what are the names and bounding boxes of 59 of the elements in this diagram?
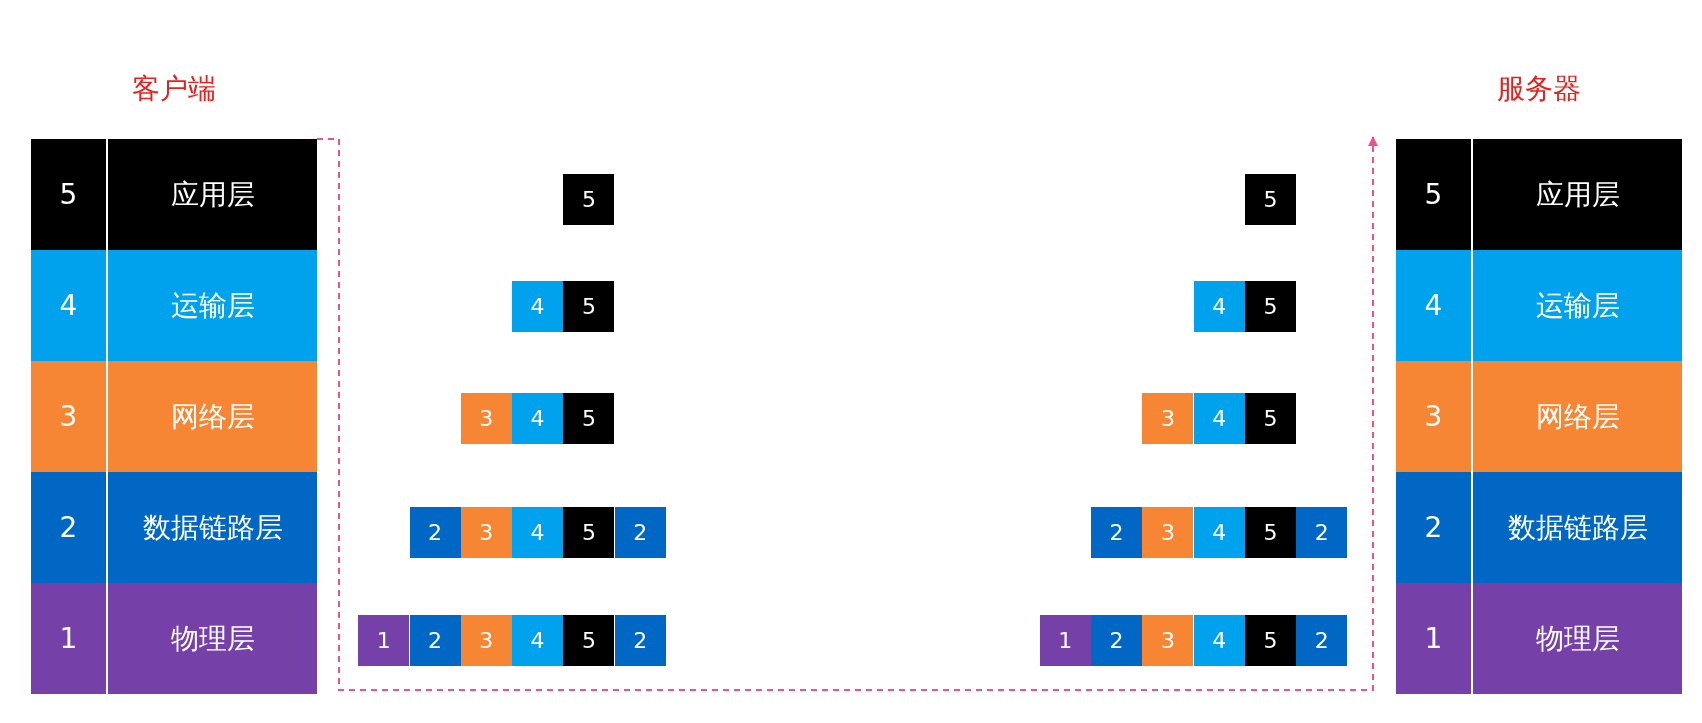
packet-cell: 5 [1245, 507, 1296, 558]
layer-band [31, 583, 317, 694]
packet-cell: 4 [512, 281, 564, 332]
packet-cell: 5 [1245, 281, 1296, 332]
layer-band [1396, 361, 1682, 472]
packet-cell: 3 [1142, 507, 1194, 558]
packet-cell: 5 [563, 507, 615, 558]
packet-cell: 2 [614, 615, 666, 666]
layer-band [1396, 583, 1682, 694]
packet-cell: 2 [1091, 615, 1143, 666]
packet-cell: 5 [1245, 615, 1296, 666]
layer-band [1396, 250, 1682, 361]
packet-cell: 4 [512, 615, 564, 666]
layer-name: 数据链路层 [1506, 509, 1649, 546]
layer-band [31, 361, 317, 472]
layer-band [1396, 139, 1682, 250]
packet-cell: 2 [409, 507, 461, 558]
layer-name: 物理层 [169, 620, 256, 657]
layer-name: 运输层 [1534, 287, 1621, 324]
layer-number: 1 [1396, 583, 1473, 694]
layer-name: 应用层 [1534, 176, 1621, 213]
packet-cell: 3 [460, 507, 512, 558]
layer-number: 1 [31, 583, 108, 694]
layer-band [31, 472, 317, 583]
packet-cell: 2 [1296, 507, 1348, 558]
stack-heading: 服务器 [1496, 71, 1582, 107]
packet-cell: 4 [1193, 281, 1245, 332]
packet-cell: 3 [1142, 393, 1194, 444]
packet-cell: 4 [512, 393, 564, 444]
packet-cell: 1 [358, 615, 410, 666]
layer-band [31, 250, 317, 361]
packet-cell: 2 [409, 615, 461, 666]
packet-cell: 3 [1142, 615, 1194, 666]
packet-cell: 1 [1039, 615, 1091, 666]
layer-name: 应用层 [169, 176, 256, 213]
packet-cell: 5 [563, 281, 615, 332]
packet-cell: 3 [460, 393, 512, 444]
stack-heading: 客户端 [131, 71, 217, 107]
packet-cell: 5 [1245, 174, 1296, 225]
packet-cell: 5 [563, 393, 615, 444]
packet-cell: 2 [1091, 507, 1143, 558]
layer-name: 运输层 [169, 287, 256, 324]
layer-name: 数据链路层 [141, 509, 284, 546]
layer-band [31, 139, 317, 250]
dashed-arrow [316, 136, 1378, 691]
layer-band [1396, 472, 1682, 583]
packet-cell: 2 [614, 507, 666, 558]
packet-cell: 2 [1296, 615, 1348, 666]
layer-name: 网络层 [1534, 398, 1621, 435]
packet-cell: 5 [563, 615, 615, 666]
packet-cell: 4 [1193, 615, 1245, 666]
packet-cell: 5 [1245, 393, 1296, 444]
packet-cell: 5 [563, 174, 615, 225]
layer-name: 网络层 [169, 398, 256, 435]
packet-cell: 4 [512, 507, 564, 558]
packet-cell: 4 [1193, 393, 1245, 444]
packet-cell: 4 [1193, 507, 1245, 558]
layer-name: 物理层 [1534, 620, 1621, 657]
packet-cell: 3 [460, 615, 512, 666]
